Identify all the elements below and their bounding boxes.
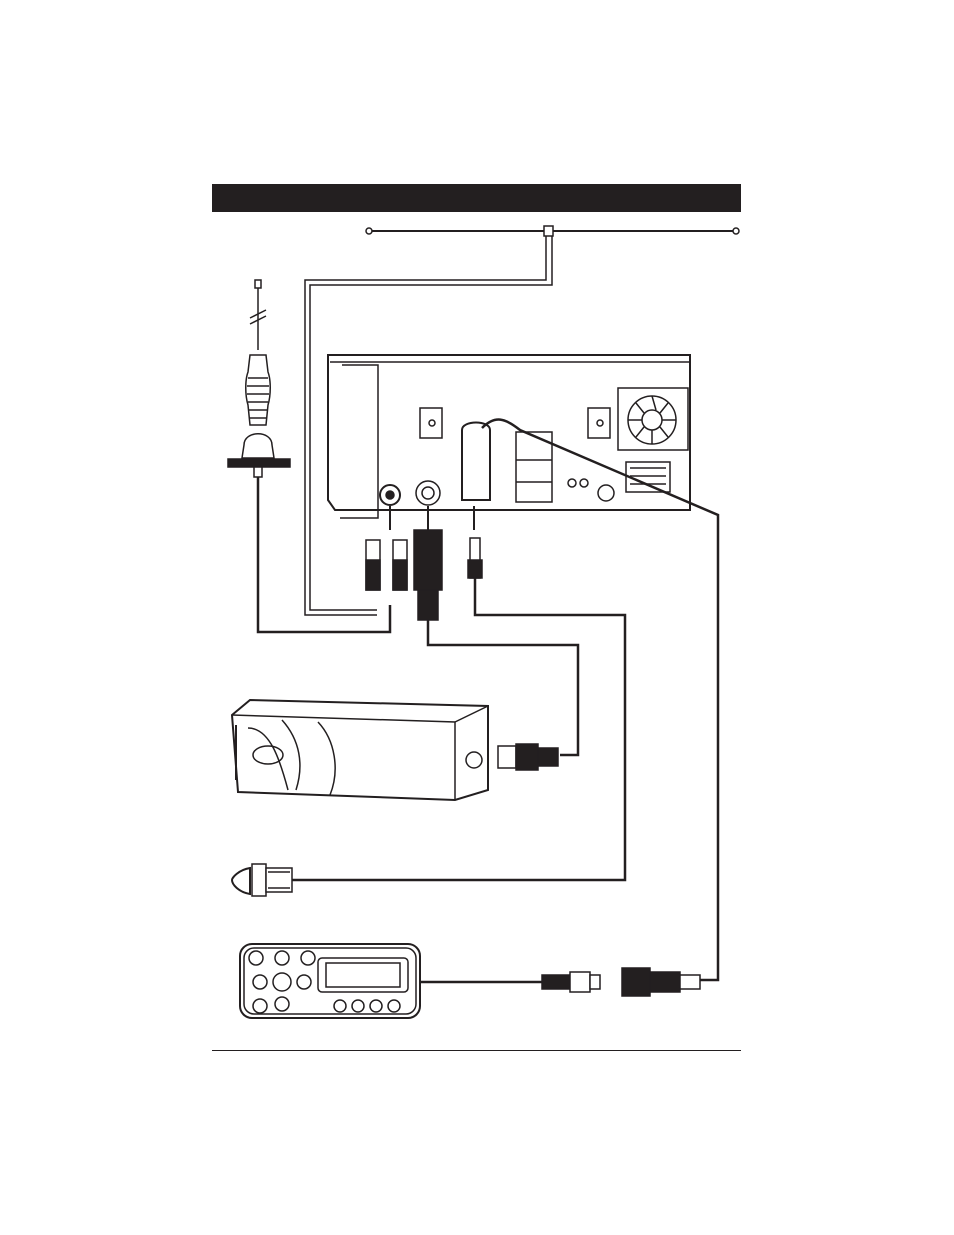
wired-remote-control [240,944,700,1018]
ir-remote-sensor [232,864,292,896]
plugs [366,530,482,620]
head-unit-rear [328,355,690,530]
cd-changer [232,700,558,800]
